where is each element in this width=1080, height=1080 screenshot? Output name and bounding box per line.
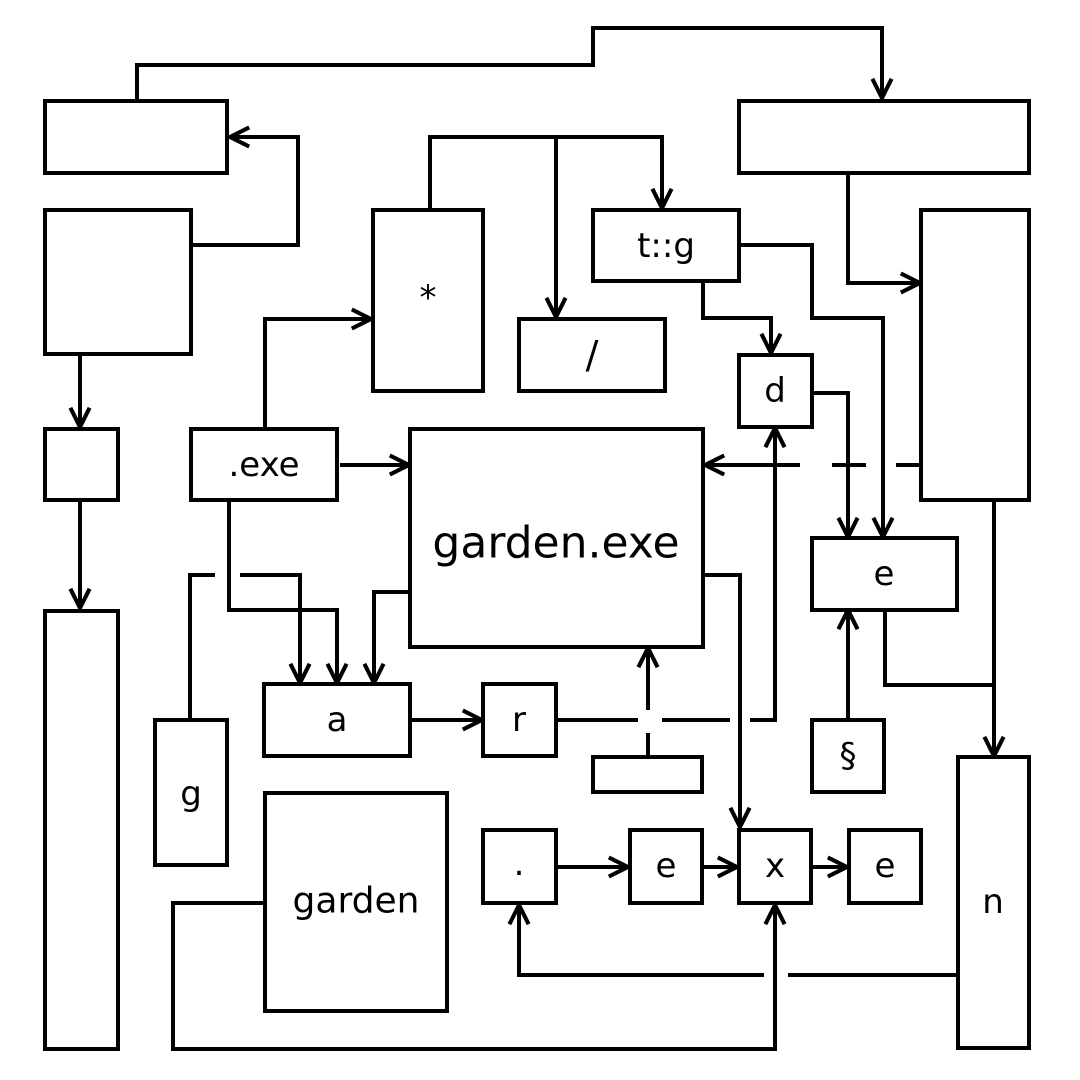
svg-text:garden.exe: garden.exe <box>432 518 679 569</box>
edge-garden-to-x <box>171 901 775 1051</box>
nodes: * / t::g d .exe garden.exe e <box>43 99 1031 1051</box>
edge-star-to-tg <box>428 135 662 208</box>
edge-toprightbar-to-righttall <box>846 174 920 283</box>
edge-e-to-n <box>883 610 994 687</box>
node-garden: garden <box>263 791 449 1013</box>
node-top-left-bar <box>43 99 229 175</box>
svg-text:e: e <box>874 554 895 594</box>
svg-text:*: * <box>420 278 437 318</box>
svg-text:/: / <box>586 333 599 377</box>
edge-main-to-a <box>374 590 409 683</box>
edge-n-to-dot <box>519 905 958 977</box>
svg-text:.: . <box>514 844 525 884</box>
svg-text:t::g: t::g <box>637 226 695 266</box>
svg-text:g: g <box>180 774 202 814</box>
edge-exe-to-a <box>227 502 337 683</box>
node-section: § <box>810 718 886 794</box>
svg-text:d: d <box>764 371 786 411</box>
edge-leftsquare-to-topleftbar <box>192 137 300 247</box>
edge-main-to-x <box>705 573 740 827</box>
node-exe: .exe <box>189 427 339 502</box>
edge-d-to-e <box>812 391 848 537</box>
edges <box>80 26 994 1051</box>
node-main: garden.exe <box>408 427 705 649</box>
svg-text:§: § <box>840 736 857 776</box>
node-right-tall <box>919 208 1031 502</box>
svg-text:e: e <box>875 846 896 886</box>
node-r: r <box>481 682 558 758</box>
node-star: * <box>371 208 485 393</box>
node-e-mid: e <box>628 828 704 905</box>
svg-text:garden: garden <box>293 881 420 922</box>
edge-topleftbar-to-toprightbar <box>135 26 882 100</box>
node-e-end: e <box>847 828 923 905</box>
node-slash: / <box>517 317 667 393</box>
node-e-right: e <box>810 536 959 612</box>
node-tg: t::g <box>591 208 741 283</box>
svg-text:e: e <box>656 846 677 886</box>
node-d: d <box>737 353 814 429</box>
node-top-right-bar <box>737 99 1031 175</box>
edge-tg-to-d <box>701 282 771 353</box>
svg-text:.exe: .exe <box>228 445 299 485</box>
svg-text:r: r <box>512 700 526 740</box>
node-g: g <box>153 718 229 867</box>
edge-exe-to-star <box>263 319 371 428</box>
edge-g-to-a <box>188 573 300 720</box>
node-small-bar <box>591 755 704 794</box>
edge-r-to-d <box>556 428 775 722</box>
node-left-tall <box>43 609 120 1051</box>
node-left-small <box>43 427 120 502</box>
svg-text:a: a <box>327 700 348 740</box>
node-x: x <box>737 828 813 905</box>
node-dot: . <box>481 828 558 905</box>
node-left-square <box>43 208 193 356</box>
node-n: n <box>956 755 1031 1050</box>
edge-tg-to-e <box>739 243 883 537</box>
svg-text:x: x <box>765 846 785 886</box>
svg-text:n: n <box>982 882 1004 922</box>
node-a: a <box>262 682 412 758</box>
